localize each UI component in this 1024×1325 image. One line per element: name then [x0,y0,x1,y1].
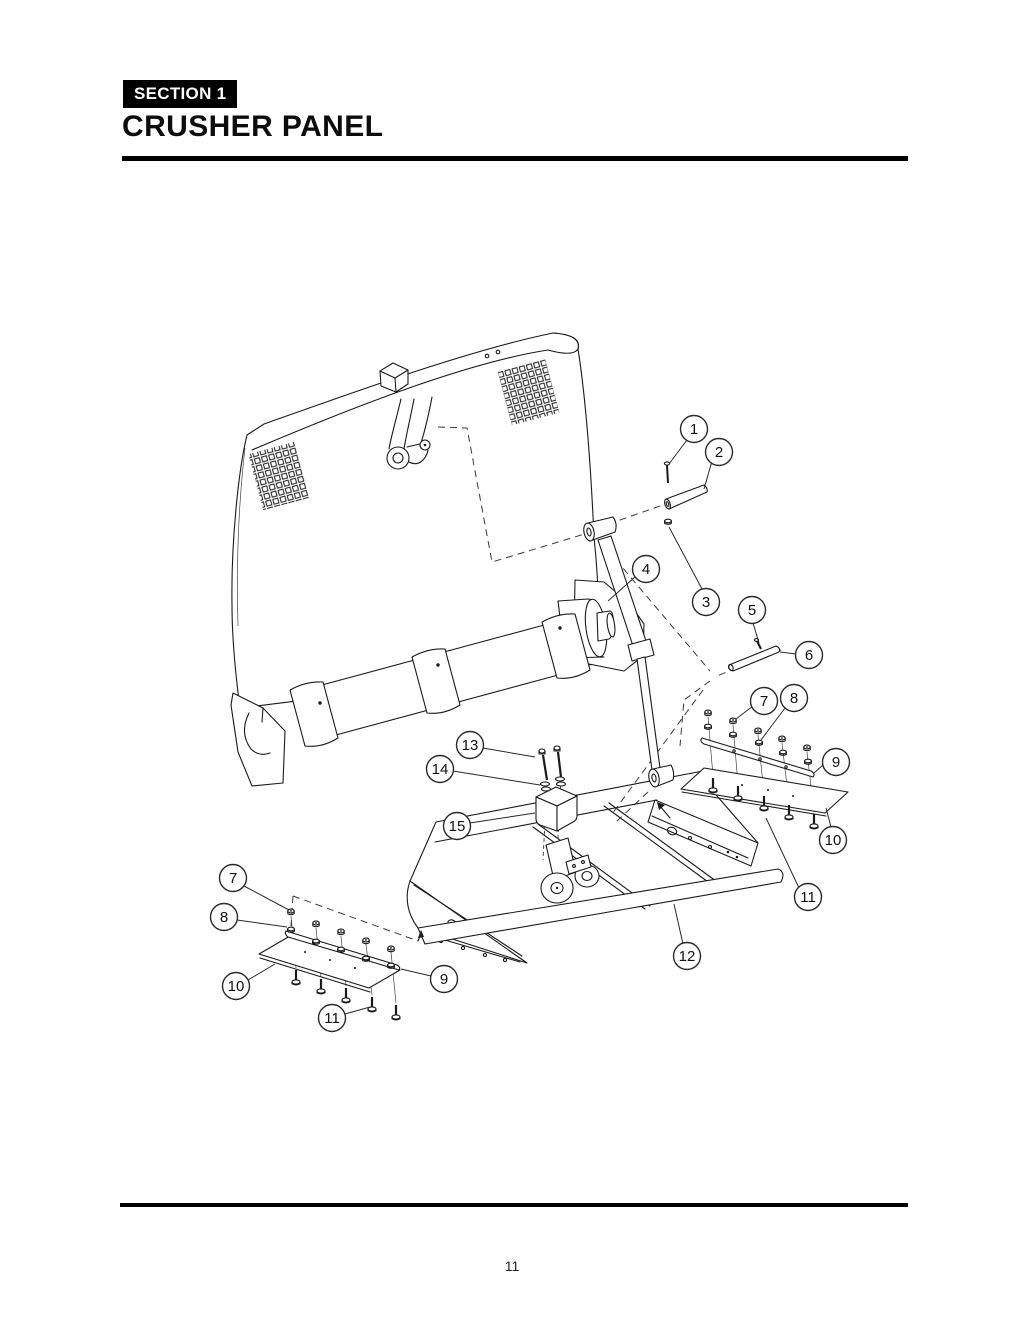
svg-text:7: 7 [760,693,768,710]
svg-text:9: 9 [440,971,448,988]
part-callout-2: 2 [704,437,734,467]
svg-text:8: 8 [220,909,228,926]
part-callout-7-right: 7 [749,686,779,716]
wear-strip-right [700,737,815,778]
skid-plate-assembly-left [258,908,402,1022]
pivot-pin [664,484,708,510]
part-callout-10-left: 10 [221,971,251,1001]
page-number: 11 [504,1258,520,1274]
part-callout-8-right: 8 [779,683,809,713]
tray-rollers [540,837,600,904]
part-callout-6: 6 [794,640,824,670]
svg-text:4: 4 [642,561,650,578]
svg-text:6: 6 [805,647,813,664]
skid-plate-right [680,767,849,814]
svg-text:10: 10 [228,978,245,995]
roller-shaft [289,598,616,747]
hanger-bracket [386,396,433,470]
shaft-collar [289,681,339,747]
part-callout-1: 1 [679,414,709,444]
hydraulic-cylinder [583,516,675,788]
part-callout-11-left: 11 [317,1003,347,1033]
shaft-collar [541,613,591,679]
part-callout-13: 13 [455,730,485,760]
svg-text:9: 9 [832,754,840,771]
part-callout-12: 12 [672,941,702,971]
main-panel [231,332,599,709]
svg-text:13: 13 [462,737,479,754]
tray-front-bar [417,868,784,945]
latch-handle [727,645,781,672]
svg-text:12: 12 [679,948,696,965]
leader-lines [236,439,832,1015]
svg-text:14: 14 [432,761,449,778]
part-callout-9-right: 9 [821,747,851,777]
svg-text:11: 11 [800,889,816,906]
section-badge: SECTION 1 [123,80,238,108]
part-callout-10-right: 10 [818,825,848,855]
part-callout-4: 4 [631,554,661,584]
washers [539,776,567,792]
left-mount-bracket [230,692,286,787]
header-rule [122,156,908,161]
mount-bracket [565,854,592,875]
perforation-grid-right [497,358,560,426]
skid-plate-assembly-right [680,709,849,831]
svg-text:8: 8 [790,690,798,707]
shaft-collar [411,648,461,714]
lock-nut [664,518,672,525]
svg-text:11: 11 [324,1010,340,1027]
part-callout-9-left: 9 [429,964,459,994]
svg-text:2: 2 [715,444,723,461]
part-callout-8-left: 8 [209,902,239,932]
svg-text:3: 3 [702,594,710,611]
part-callout-15: 15 [442,811,472,841]
svg-text:1: 1 [690,421,698,438]
part-callout-7-left: 7 [218,863,248,893]
part-callout-5: 5 [737,595,767,625]
svg-text:5: 5 [748,602,756,619]
svg-text:7: 7 [229,870,237,887]
cotter-pin [663,461,671,484]
svg-text:10: 10 [825,832,842,849]
top-bar-tab [379,362,409,393]
page-title: CRUSHER PANEL [122,110,384,143]
bumper-block [535,786,578,832]
part-callout-14: 14 [425,754,455,784]
footer-rule [120,1203,908,1207]
part-callout-3: 3 [691,587,721,617]
base-tray [406,770,784,964]
svg-text:15: 15 [449,818,466,835]
perforation-grid-left [248,441,310,511]
mount-bolts [538,745,563,781]
part-callout-11-right: 11 [793,882,823,912]
